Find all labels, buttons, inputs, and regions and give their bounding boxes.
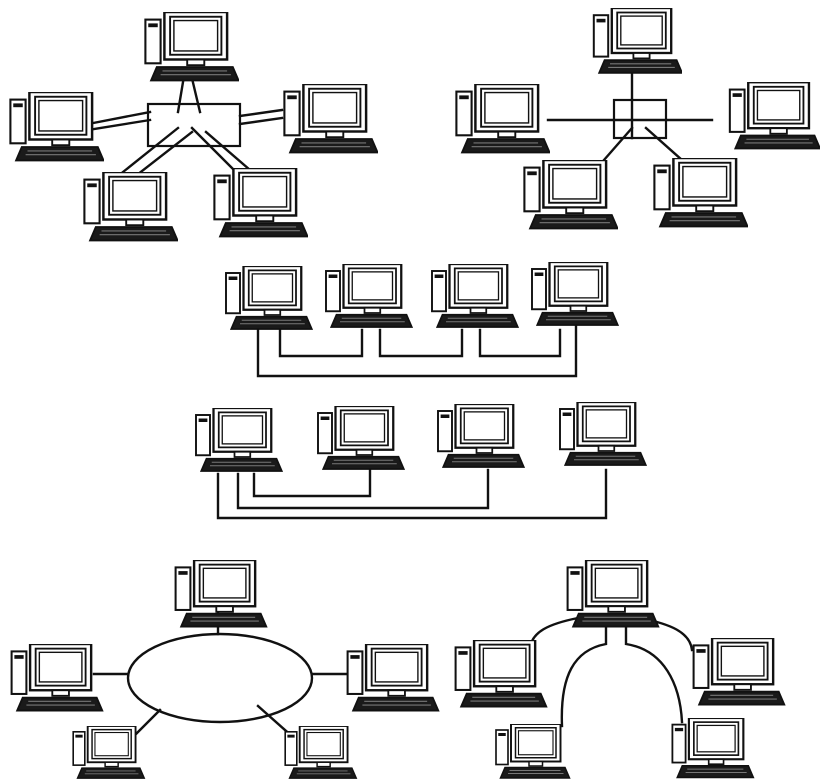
computer-icon xyxy=(283,84,378,154)
computer-icon xyxy=(728,82,820,150)
computer-icon xyxy=(71,726,146,780)
computer-icon xyxy=(213,168,308,238)
link xyxy=(602,126,684,162)
computer-icon xyxy=(523,160,618,230)
computer-icon xyxy=(346,644,440,712)
bus-diagram-top xyxy=(224,262,619,378)
computer-icon xyxy=(194,408,283,473)
computer-icon xyxy=(592,8,682,74)
computer-icon xyxy=(436,404,525,469)
computer-icon xyxy=(671,718,755,779)
link xyxy=(86,110,152,132)
computer-icon xyxy=(144,12,239,82)
ring-ellipse xyxy=(126,632,314,724)
computer-icon xyxy=(324,264,413,329)
computer-icon xyxy=(430,264,519,329)
branch xyxy=(560,624,608,728)
computer-icon xyxy=(454,640,548,708)
computer-icon xyxy=(174,560,268,628)
computer-icon xyxy=(10,644,104,712)
computer-icon xyxy=(692,638,786,706)
star-hub-diagram xyxy=(9,12,378,242)
computer-icon xyxy=(83,172,178,242)
computer-icon xyxy=(283,726,358,780)
branch xyxy=(528,616,580,650)
computer-icon xyxy=(494,724,571,780)
computer-icon xyxy=(653,158,748,228)
star-cross-diagram xyxy=(455,8,820,230)
link xyxy=(238,108,284,126)
link xyxy=(190,126,252,178)
branch xyxy=(624,624,684,724)
computer-icon xyxy=(316,406,405,471)
ring-diagram xyxy=(10,560,440,780)
computer-icon xyxy=(9,92,104,162)
computer-icon xyxy=(224,266,313,331)
computer-icon xyxy=(530,262,619,327)
link xyxy=(612,98,668,140)
bus-line xyxy=(216,468,608,520)
computer-icon xyxy=(566,560,660,628)
bus-diagram-nested xyxy=(194,402,647,520)
bus-line xyxy=(256,324,578,378)
tree-diagram xyxy=(454,560,786,780)
computer-icon xyxy=(455,84,550,154)
computer-icon xyxy=(558,402,647,467)
